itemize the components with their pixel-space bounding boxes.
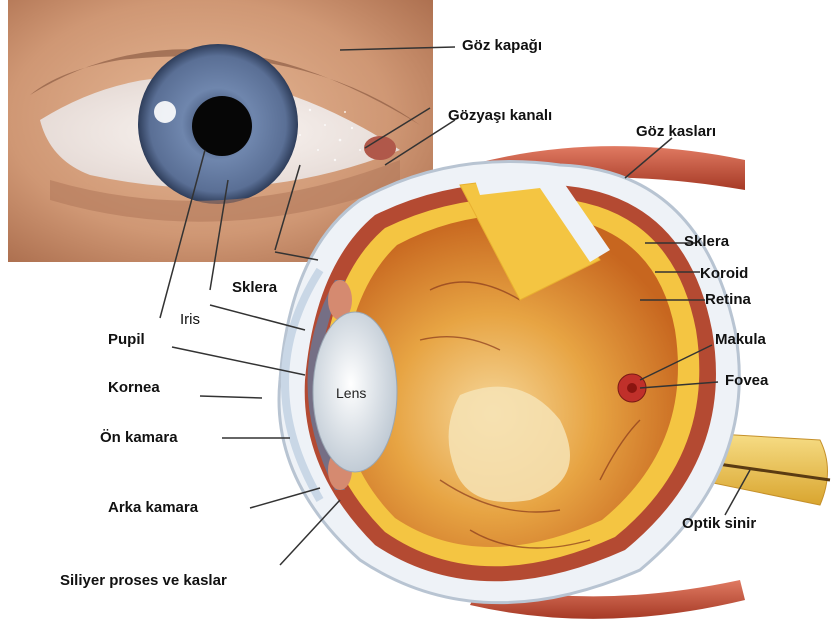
label-retina: Retina — [705, 292, 751, 307]
label-fovea: Fovea — [725, 373, 768, 388]
label-sclera-right: Sklera — [684, 234, 729, 249]
label-pupil: Pupil — [108, 332, 145, 347]
label-eyelid: Göz kapağı — [462, 38, 542, 53]
label-macula: Makula — [715, 332, 766, 347]
label-posterior-chamber: Arka kamara — [108, 500, 198, 515]
label-lens: Lens — [336, 385, 366, 401]
label-anterior-chamber: Ön kamara — [100, 430, 178, 445]
label-optic-nerve: Optik sinir — [682, 516, 756, 531]
label-cornea: Kornea — [108, 380, 160, 395]
label-eye-muscles: Göz kasları — [636, 124, 716, 139]
label-iris: Iris — [180, 312, 200, 327]
label-tear-duct: Gözyaşı kanalı — [448, 108, 552, 123]
line-cornea — [200, 396, 262, 398]
label-sclera-left: Sklera — [232, 280, 277, 295]
label-ciliary: Siliyer proses ve kaslar — [60, 573, 227, 588]
highlight — [154, 101, 176, 123]
label-choroid: Koroid — [700, 266, 748, 281]
fovea-spot — [627, 383, 637, 393]
pupil-photo — [192, 96, 252, 156]
